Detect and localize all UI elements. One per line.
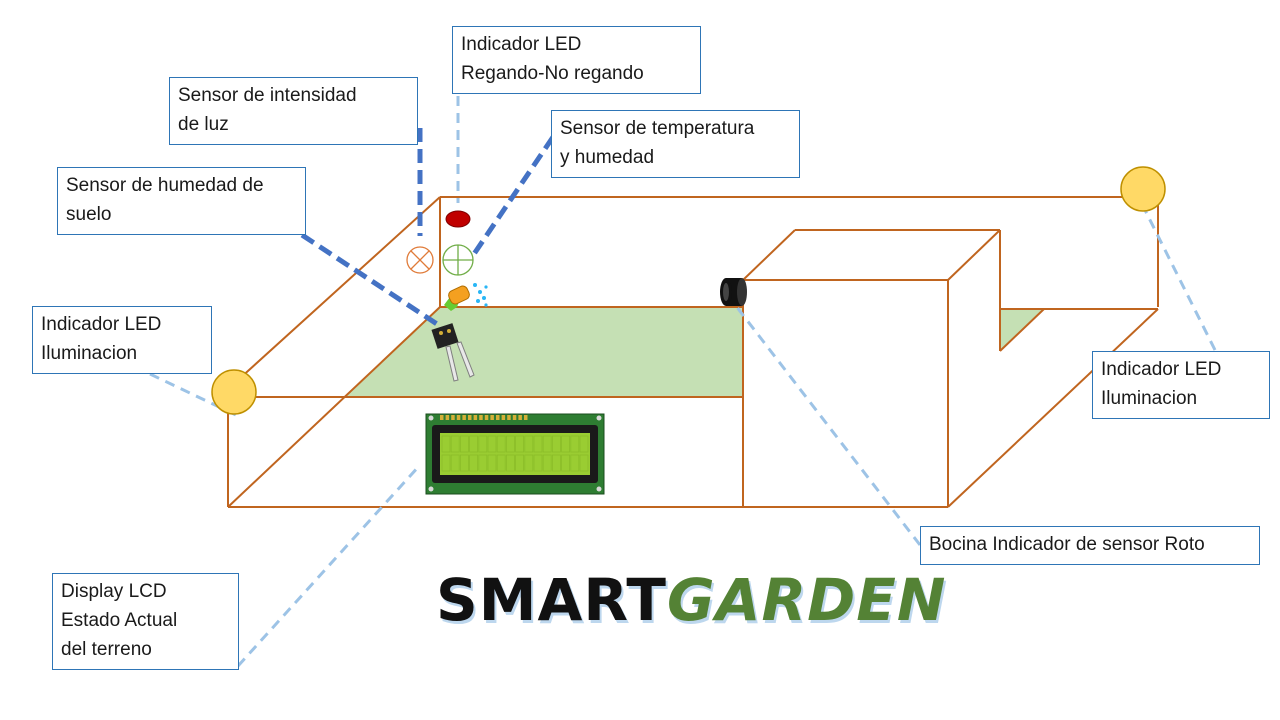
lcd-char-cell xyxy=(524,435,534,453)
callout-text: y humedad xyxy=(560,147,655,168)
lcd-char-cell xyxy=(524,454,534,472)
lcd-char-cell xyxy=(450,435,460,453)
callout-text: Display LCD xyxy=(61,581,167,602)
lcd-char-cell xyxy=(478,435,488,453)
light-sensor-icon xyxy=(406,246,434,274)
lcd-header-pin xyxy=(456,415,461,420)
callout-text: Indicador LED xyxy=(1101,359,1222,380)
lcd-header-pin xyxy=(512,415,517,420)
lcd-display-icon xyxy=(425,413,605,495)
lcd-char-cell xyxy=(450,454,460,472)
title-smart: SMART xyxy=(436,566,667,634)
callout-sensor-luz: Sensor de intensidad de luz xyxy=(169,77,418,145)
lcd-header-pin xyxy=(462,415,466,420)
lcd-header-pin xyxy=(501,415,506,420)
led-yellow-icon xyxy=(211,369,257,415)
lcd-char-cell xyxy=(459,454,469,472)
lcd-char-cell xyxy=(570,454,580,472)
lcd-header-pin xyxy=(496,415,500,420)
garden-box-frame xyxy=(227,196,1159,508)
callout-text: Iluminacion xyxy=(41,343,138,364)
callout-display: Display LCD Estado Actual del terreno xyxy=(52,573,239,670)
callout-text: Bocina Indicador de sensor Roto xyxy=(929,534,1205,555)
sprinkler-icon xyxy=(444,283,488,311)
callout-led-regando: Indicador LED Regando-No regando xyxy=(452,26,701,94)
lcd-char-cell xyxy=(542,454,552,472)
leader-sensor-suelo xyxy=(300,232,442,329)
lcd-char-cell xyxy=(441,435,451,453)
temp-humidity-sensor-icon xyxy=(442,244,474,276)
callout-led-iluminacion-right: Indicador LED Iluminacion xyxy=(1092,351,1270,419)
lcd-char-cell xyxy=(579,435,589,453)
lcd-char-cell xyxy=(505,435,515,453)
leader-led-right xyxy=(1143,209,1217,351)
lcd-char-cell xyxy=(496,435,506,453)
lcd-char-cell xyxy=(469,435,479,453)
lcd-char-cell xyxy=(515,454,524,472)
callout-text: Estado Actual xyxy=(61,610,178,631)
lcd-char-cell xyxy=(561,435,570,453)
lcd-header-pin xyxy=(473,415,478,420)
lcd-char-cell xyxy=(542,435,552,453)
leader-lines xyxy=(149,96,1217,668)
lcd-header-pin xyxy=(484,415,489,420)
lcd-char-cell xyxy=(469,454,479,472)
lcd-header-pin xyxy=(440,415,444,420)
lcd-char-cell xyxy=(487,454,497,472)
page-title: SMARTGARDEN xyxy=(436,560,946,640)
leader-bocina xyxy=(734,305,922,546)
callout-sensor-temp: Sensor de temperatura y humedad xyxy=(551,110,800,178)
callout-led-iluminacion-left: Indicador LED Iluminacion xyxy=(32,306,212,374)
lcd-char-cell xyxy=(561,454,570,472)
lcd-header-pin xyxy=(479,415,483,420)
callout-text: de luz xyxy=(178,114,229,135)
soil-moisture-probe-icon xyxy=(431,323,475,382)
lcd-char-cell xyxy=(533,454,543,472)
title-garden: GARDEN xyxy=(667,566,947,634)
lcd-char-cell xyxy=(570,435,580,453)
lcd-char-cell xyxy=(515,435,524,453)
callout-text: Iluminacion xyxy=(1101,388,1198,409)
callout-bocina: Bocina Indicador de sensor Roto xyxy=(920,526,1260,565)
lcd-char-cell xyxy=(441,454,451,472)
led-yellow-icon xyxy=(1120,166,1166,212)
lcd-header-pin xyxy=(507,415,511,420)
lcd-char-cell xyxy=(552,435,561,453)
callout-text: Sensor de intensidad xyxy=(178,85,357,106)
callout-text: Indicador LED xyxy=(41,314,162,335)
lcd-char-cell xyxy=(552,454,561,472)
lcd-char-cell xyxy=(496,454,506,472)
callout-text: Sensor de temperatura xyxy=(560,118,755,139)
leader-display xyxy=(236,463,422,668)
lcd-header-pin xyxy=(451,415,455,420)
lcd-char-cell xyxy=(505,454,515,472)
led-red-icon xyxy=(445,210,471,228)
speaker-icon xyxy=(720,278,747,306)
callout-text: del terreno xyxy=(61,639,152,660)
lcd-char-cell xyxy=(459,435,469,453)
lcd-char-cell xyxy=(478,454,488,472)
lcd-char-cell xyxy=(579,454,589,472)
leader-sensor-temp xyxy=(471,135,556,256)
callout-text: Sensor de humedad de xyxy=(66,175,264,196)
callout-text: Indicador LED xyxy=(461,34,582,55)
callout-text: suelo xyxy=(66,204,112,225)
lcd-header-pin xyxy=(445,415,450,420)
lcd-header-pin xyxy=(468,415,472,420)
lcd-header-pin xyxy=(518,415,522,420)
grass-area-main xyxy=(346,307,743,397)
lcd-header-pin xyxy=(524,415,528,420)
callout-text: Regando-No regando xyxy=(461,63,644,84)
callout-sensor-suelo: Sensor de humedad de suelo xyxy=(57,167,306,235)
lcd-char-cell xyxy=(533,435,543,453)
lcd-char-cell xyxy=(487,435,497,453)
lcd-header-pin xyxy=(490,415,494,420)
